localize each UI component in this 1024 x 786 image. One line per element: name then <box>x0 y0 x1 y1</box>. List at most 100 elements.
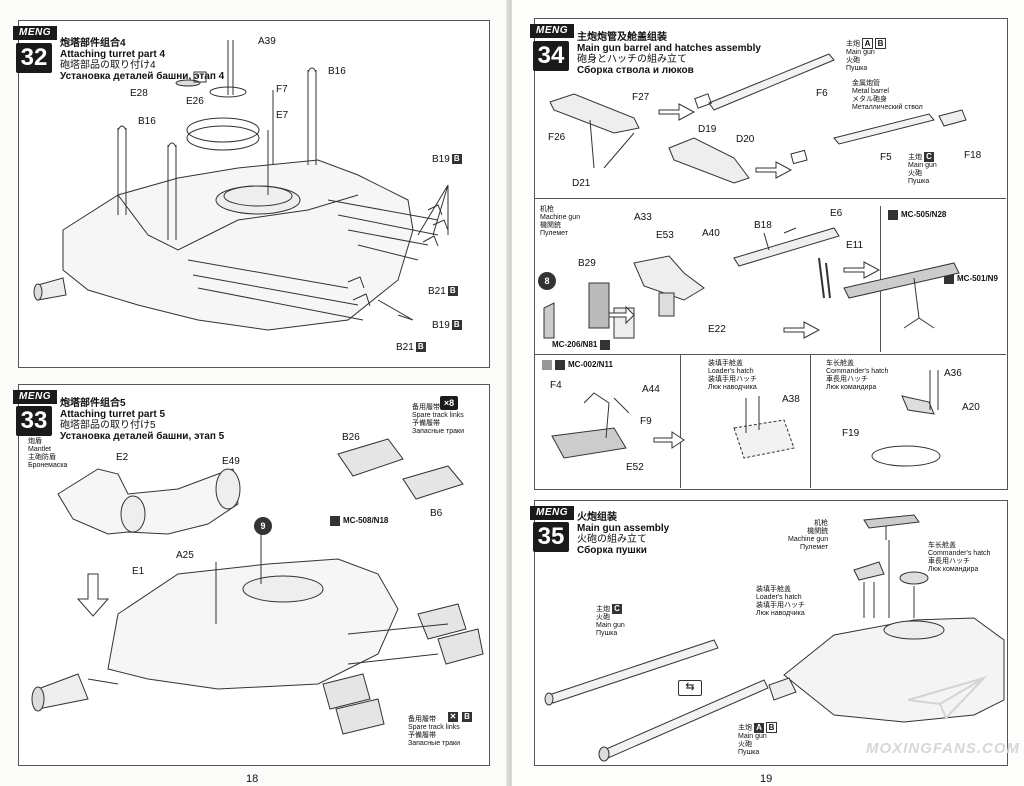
part-B26: B26 <box>342 432 360 443</box>
paper-plane-logo <box>907 676 988 720</box>
part-A40: A40 <box>702 228 720 239</box>
sprue-letter: B <box>447 286 458 297</box>
part-F9: F9 <box>640 416 652 427</box>
part-E22: E22 <box>708 324 726 335</box>
gun-assembly-drawing-35 <box>544 514 1005 762</box>
part-E49: E49 <box>222 456 240 467</box>
mc-code-n81: MC-206/N81 <box>552 340 613 350</box>
title-ru: Установка деталей башни, этап 4 <box>60 71 225 82</box>
part-A39: A39 <box>258 36 276 47</box>
part-E6: E6 <box>830 208 843 219</box>
part-B16: B16 <box>138 116 156 127</box>
mc-code-n9: MC-501/N9 <box>944 274 998 284</box>
title-en: Main gun barrel and hatches assembly <box>577 43 761 54</box>
part-E1: E1 <box>132 566 145 577</box>
part-F5: F5 <box>880 152 892 163</box>
part-E53: E53 <box>656 230 674 241</box>
part-E28: E28 <box>130 88 148 99</box>
title-ru: Установка деталей башни, этап 5 <box>60 431 225 442</box>
part-F19: F19 <box>842 428 860 439</box>
step-title: 主炮炮管及舱盖组装 Main gun barrel and hatches as… <box>577 32 761 76</box>
part-A36: A36 <box>944 368 962 379</box>
part-code: B21 <box>428 286 446 297</box>
mc-code-n11: MC-002/N11 <box>542 360 613 370</box>
step-number: 34 <box>533 41 569 71</box>
step-number: 35 <box>533 522 569 552</box>
divider <box>680 354 681 488</box>
part-F4: F4 <box>550 380 562 391</box>
sprue-letter: B <box>415 342 426 353</box>
step-number: 33 <box>16 406 52 436</box>
mc-code-n28: MC-505/N28 <box>888 210 946 220</box>
part-E52: E52 <box>626 462 644 473</box>
part-D20: D20 <box>736 134 755 145</box>
step-title: 炮塔部件组合4 Attaching turret part 4 砲塔部品の取り付… <box>60 38 224 82</box>
title-ja: 砲身とハッチの組み立て <box>577 54 687 65</box>
title-zh: 主炮炮管及舱盖组装 <box>577 32 667 43</box>
meng-logo: MENG <box>13 390 57 404</box>
warning-circle-8: 8 <box>538 272 556 290</box>
part-code: B19 <box>432 320 450 331</box>
title-zh: 炮塔部件组合4 <box>60 38 126 49</box>
sprue-letter: B <box>462 712 472 722</box>
part-A20: A20 <box>962 402 980 413</box>
divider <box>880 206 881 352</box>
mc-code: MC-508/N18 <box>330 516 388 526</box>
part-F7: F7 <box>276 84 288 95</box>
turret-drawing-33 <box>31 438 484 735</box>
divider <box>534 198 1006 199</box>
part-B29: B29 <box>578 258 596 269</box>
part-E7: E7 <box>276 110 289 121</box>
page-number: 18 <box>246 773 259 785</box>
part-E2: E2 <box>116 452 129 463</box>
title-ja: 砲塔部品の取り付け5 <box>60 420 156 431</box>
part-B16: B16 <box>328 66 346 77</box>
swap-arrow-icon: ⇆ <box>678 680 702 696</box>
title-ja: 火砲の組み立て <box>577 534 647 545</box>
watermark: MOXINGFANS.COM <box>866 740 1021 757</box>
part-A44: A44 <box>642 384 660 395</box>
divider <box>534 354 1006 355</box>
x-mark-icon: ✕ <box>448 712 458 722</box>
quantity-badge: ×8 <box>440 396 458 410</box>
meng-logo: MENG <box>13 26 57 40</box>
part-F27: F27 <box>632 92 650 103</box>
part-code: B21 <box>396 342 414 353</box>
step-title: 火炮组装 Main gun assembly 火砲の組み立て Сборка пу… <box>577 512 669 556</box>
paint-swatch <box>330 516 340 526</box>
part-F6: F6 <box>816 88 828 99</box>
barrel-hatch-drawing-34 <box>543 53 967 467</box>
part-B6: B6 <box>430 508 443 519</box>
title-en: Attaching turret part 4 <box>60 49 166 60</box>
title-zh: 火炮组装 <box>577 512 617 523</box>
title-en: Attaching turret part 5 <box>60 409 166 420</box>
sprue-letter: B <box>451 154 462 165</box>
step-number: 32 <box>16 43 52 73</box>
meng-logo: MENG <box>530 506 574 520</box>
turret-drawing-32 <box>33 40 449 331</box>
step-title: 炮塔部件组合5 Attaching turret part 5 砲塔部品の取り付… <box>60 398 224 442</box>
part-A33: A33 <box>634 212 652 223</box>
title-zh: 炮塔部件组合5 <box>60 398 126 409</box>
part-B18: B18 <box>754 220 772 231</box>
part-E26: E26 <box>186 96 204 107</box>
part-D19: D19 <box>698 124 717 135</box>
meng-logo: MENG <box>530 24 574 38</box>
